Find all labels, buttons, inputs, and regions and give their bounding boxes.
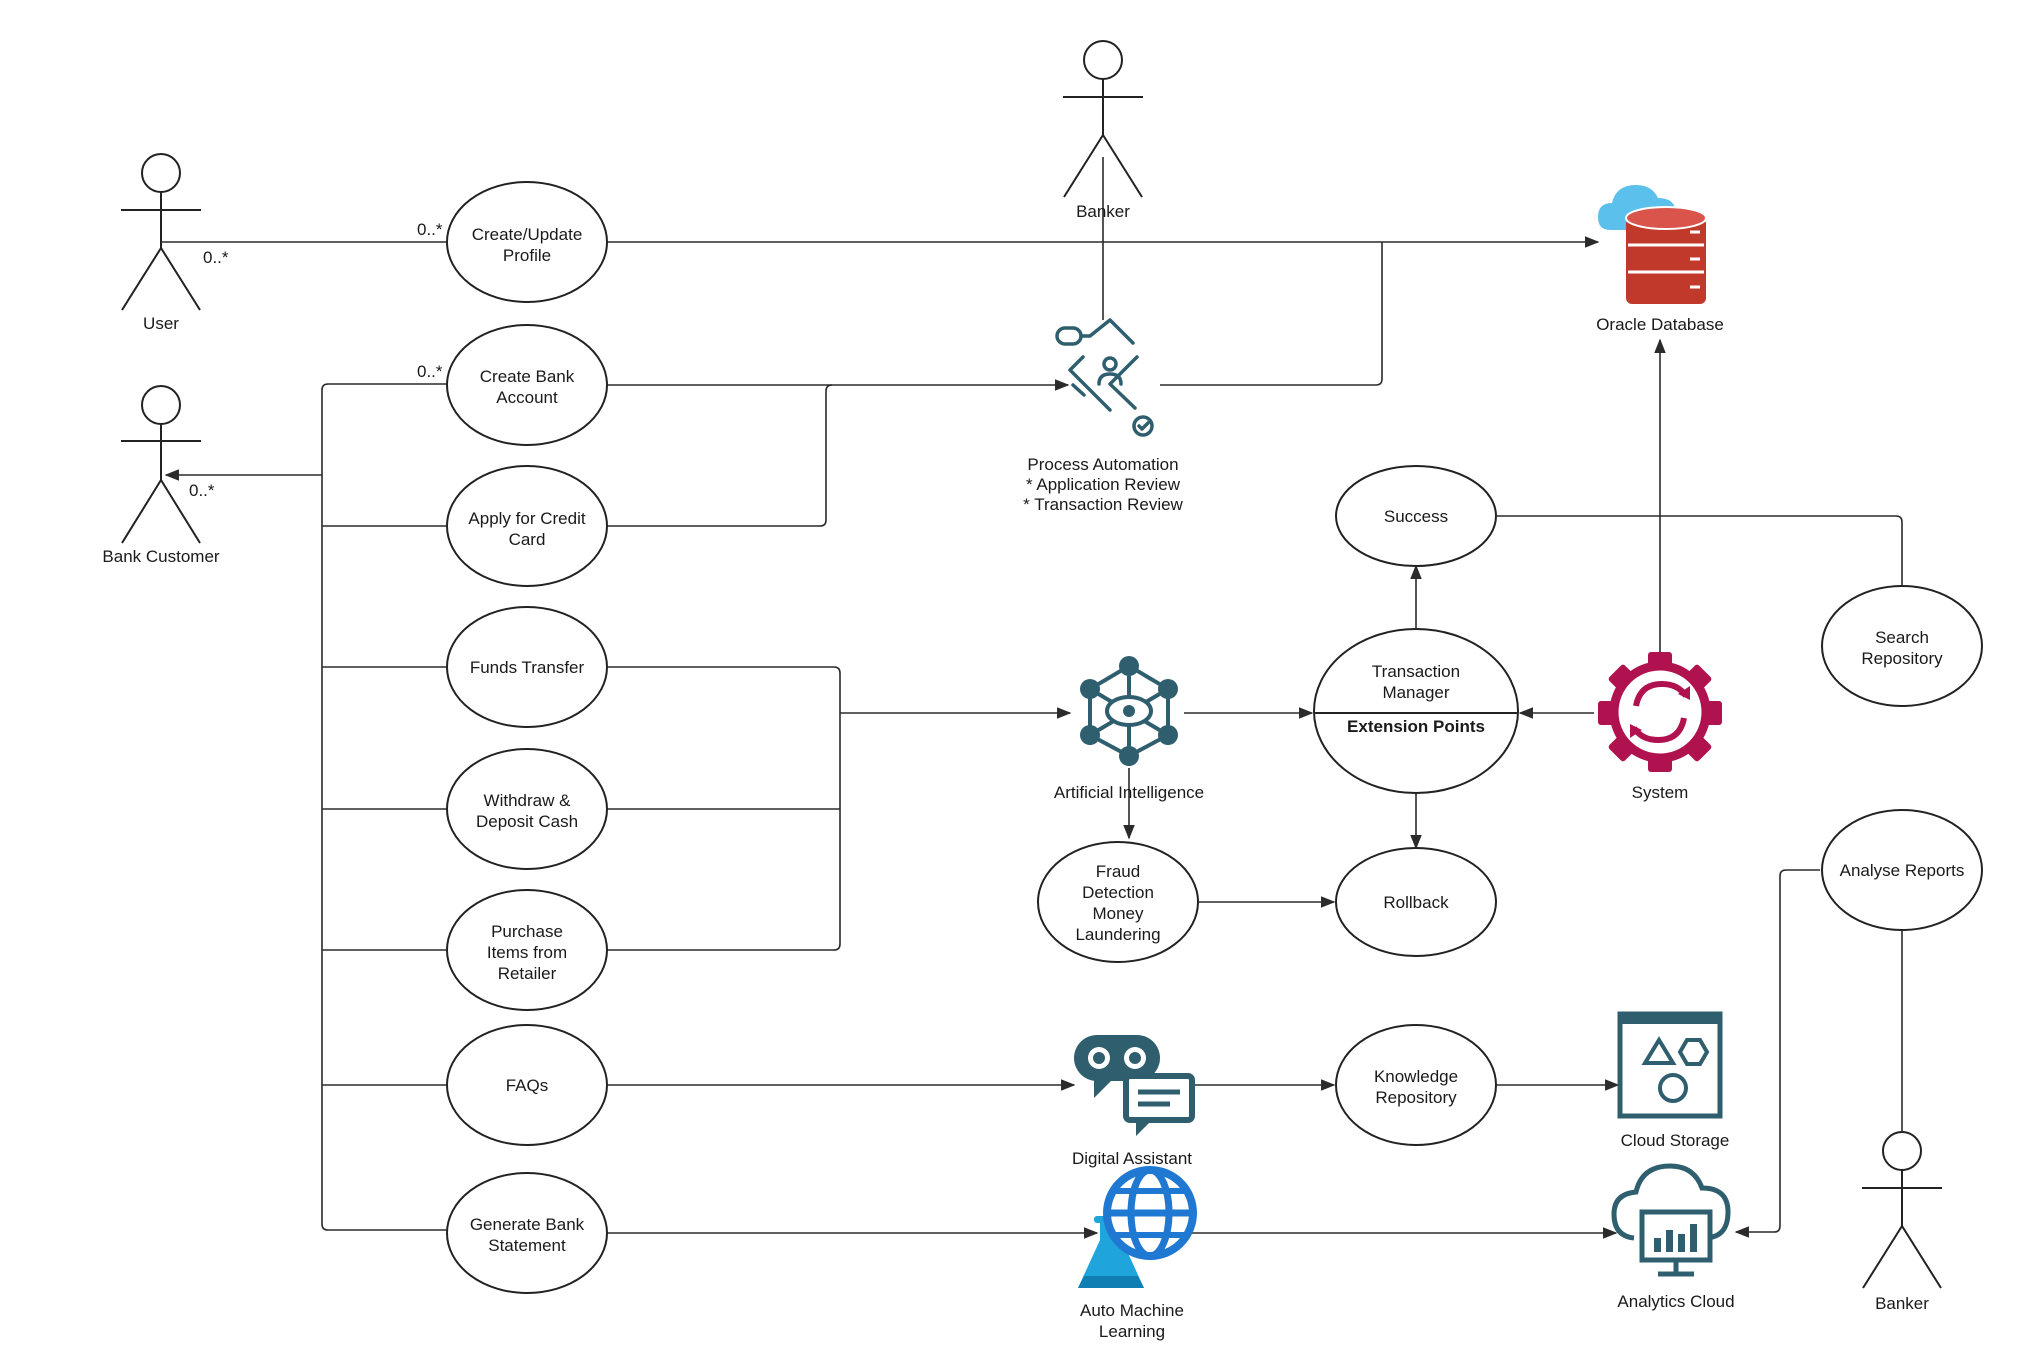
artificial-intelligence-label: Artificial Intelligence [1054,783,1204,802]
use-case-success: Success [1335,465,1497,567]
digital-assistant-label: Digital Assistant [1072,1149,1192,1168]
uc-label-line: Detection [1082,883,1154,902]
customer-bus-line [321,383,447,1231]
uc-label-line: Knowledge [1374,1067,1458,1086]
analytics-cloud-label: Analytics Cloud [1617,1292,1734,1311]
use-case-knowledge-repository: Knowledge Repository [1335,1024,1497,1146]
use-case-search-repository: Search Repository [1821,585,1983,707]
uc-label-line: Search [1875,628,1929,647]
use-case-rollback: Rollback [1335,847,1497,957]
account-multiplicity: 0..* [417,362,443,381]
process-automation-label: * Application Review [1026,475,1181,494]
use-case-fraud-detection: Fraud Detection Money Laundering [1037,841,1199,963]
uc-label-line: Fraud [1096,862,1140,881]
uc-label-line: Analyse Reports [1840,861,1965,880]
uc-label-line: Retailer [498,964,557,983]
process-automation-label: * Transaction Review [1023,495,1183,514]
use-case-create-profile: Create/Update Profile [446,181,608,303]
use-case-apply-credit-card: Apply for Credit Card [446,465,608,587]
auto-machine-learning-icon [1078,1166,1197,1288]
use-case-transaction-manager: Transaction Manager Extension Points [1313,628,1519,794]
uc-label-line: Manager [1382,683,1449,702]
auto-ml-label: Auto Machine [1080,1301,1184,1320]
user-multiplicity: 0..* [203,248,229,267]
use-case-generate-statement: Generate Bank Statement [446,1172,608,1294]
connectors [160,157,1903,1239]
uc-label-line: Success [1384,507,1448,526]
system-gear-icon [1598,652,1722,772]
use-case-funds-transfer: Funds Transfer [446,606,608,728]
actor-banker-top: Banker [1063,40,1143,221]
search-to-oracle-line [1660,515,1903,586]
reports-to-analytics-line [1734,869,1820,1238]
uc-label-line: Account [496,388,558,407]
cloud-storage-icon [1617,1011,1723,1119]
uc-label-line: Repository [1861,649,1943,668]
customer-multiplicity: 0..* [189,481,215,500]
banker-bottom-label: Banker [1875,1294,1929,1313]
process-automation-label: Process Automation [1027,455,1178,474]
use-case-faqs: FAQs [446,1024,608,1146]
bank-customer-label: Bank Customer [102,547,219,566]
uc-label-line: Items from [487,943,567,962]
user-label: User [143,314,179,333]
actor-banker-bottom: Banker [1862,1131,1942,1313]
uc-label-line: Purchase [491,922,563,941]
uc-label-line: Apply for Credit [468,509,585,528]
uc-label-line: Transaction [1372,662,1460,681]
uc-label-line: Deposit Cash [476,812,578,831]
uc-label-line: Repository [1375,1088,1457,1107]
use-case-create-account: Create Bank Account [446,324,608,446]
uc-label-line: Money [1092,904,1144,923]
uc-label-line: Card [509,530,546,549]
actor-bank-customer: Bank Customer [102,385,220,566]
uc-label-line: Rollback [1383,893,1449,912]
uc-label-line: Generate Bank [470,1215,585,1234]
uc-label-line: Withdraw & [484,791,572,810]
cloud-storage-label: Cloud Storage [1621,1131,1730,1150]
uc-label-line: Funds Transfer [470,658,585,677]
extension-points-label: Extension Points [1347,717,1485,736]
profile-multiplicity: 0..* [417,220,443,239]
uc-label-line: Create/Update [472,225,583,244]
oracle-database-label: Oracle Database [1596,315,1724,334]
actor-user: User [121,153,201,333]
oracle-database-icon [1598,185,1707,304]
uc-label-line: FAQs [506,1076,549,1095]
artificial-intelligence-icon [1080,656,1178,766]
use-case-analyse-reports: Analyse Reports [1821,809,1983,931]
uc-label-line: Statement [488,1236,566,1255]
uc-label-line: Create Bank [480,367,575,386]
system-label: System [1632,783,1689,802]
process-automation-icon [1055,318,1154,437]
banker-top-label: Banker [1076,202,1130,221]
use-case-purchase-items: Purchase Items from Retailer [446,889,608,1011]
automation-to-oracle-line [1160,242,1383,386]
uc-label-line: Laundering [1075,925,1160,944]
analytics-cloud-icon [1611,1163,1731,1277]
auto-ml-label: Learning [1099,1322,1165,1341]
uc-label-line: Profile [503,246,551,265]
use-case-withdraw-deposit: Withdraw & Deposit Cash [446,748,608,870]
digital-assistant-icon [1074,1035,1195,1136]
credit-to-automation-line [607,384,833,527]
